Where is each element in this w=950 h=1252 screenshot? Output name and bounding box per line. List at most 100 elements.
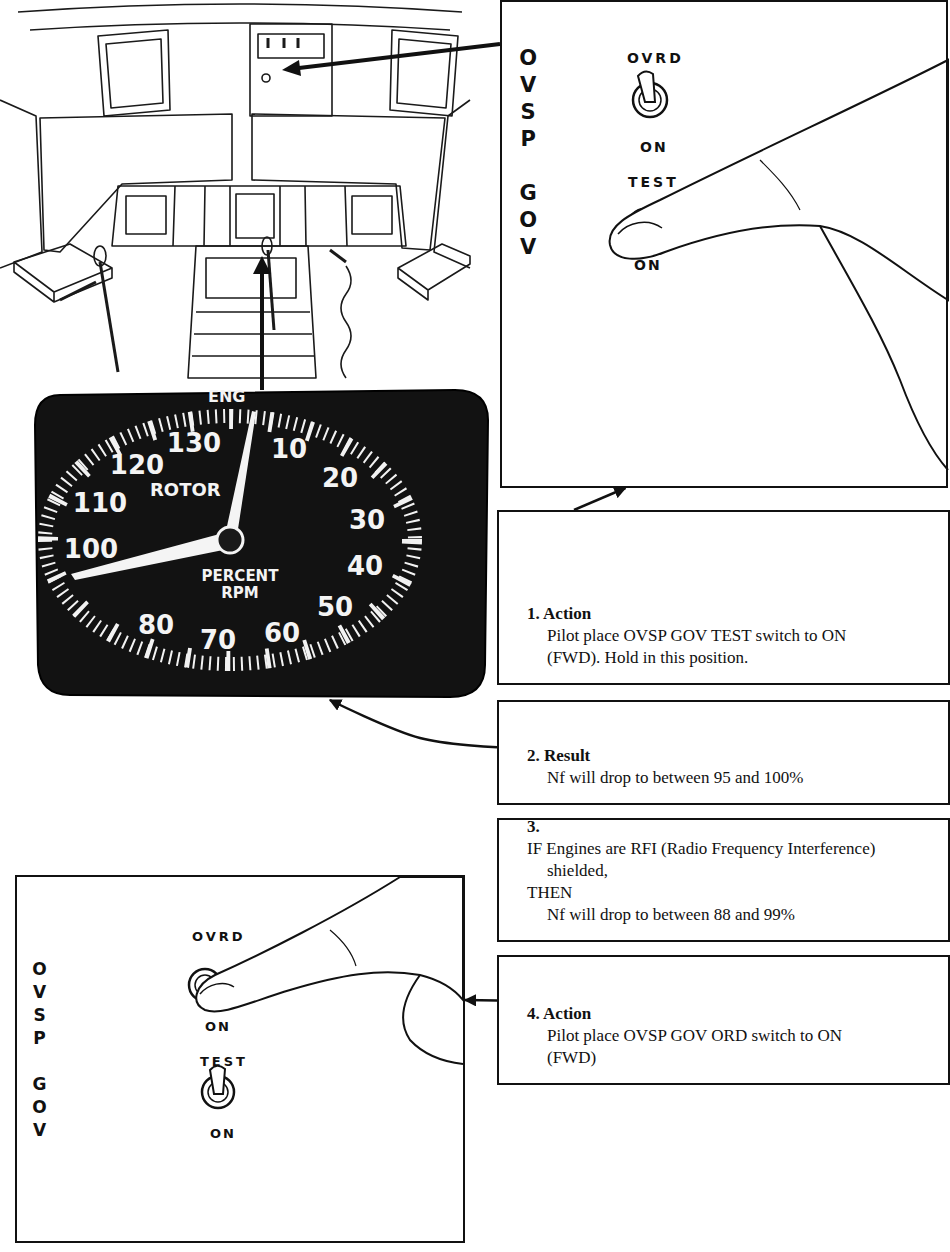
callout-arrow — [330, 700, 497, 747]
step-text: Pilot place OVSP GOV TEST switch to ON (… — [547, 625, 878, 669]
callout-arrow — [465, 999, 497, 1002]
switch-ring — [628, 209, 662, 243]
gauge-label: PERCENT RPM — [190, 568, 290, 603]
switch-label: TEST — [628, 174, 679, 190]
gauge-body — [35, 390, 488, 697]
instrument — [352, 196, 392, 234]
scale-number: 110 — [73, 490, 127, 516]
windshield — [252, 114, 445, 250]
tail-rotor-pedal — [398, 244, 470, 300]
scale-number: 40 — [347, 553, 383, 579]
switch-label: TEST — [200, 1055, 248, 1070]
callout-arrow — [574, 488, 625, 510]
step-heading: 4. Action — [527, 1003, 878, 1025]
step-heading: 1. Action — [527, 603, 878, 625]
finger — [196, 877, 463, 1011]
needle-hub — [217, 527, 243, 553]
cyclic-stick — [100, 262, 118, 372]
pedestal-panel — [192, 312, 314, 356]
step-box: 4. ActionPilot place OVSP GOV ORD switch… — [497, 955, 950, 1085]
overhead-switch — [262, 74, 270, 82]
fingernail — [618, 222, 662, 234]
scale-number: 60 — [264, 620, 300, 646]
knuckle-line — [330, 930, 356, 966]
switch-ring — [189, 969, 221, 1001]
step-text: THEN — [527, 882, 878, 904]
leader-line — [299, 44, 500, 68]
overhead-window — [98, 30, 170, 116]
cyclic-stick — [268, 250, 274, 330]
pointing-hand — [610, 60, 948, 470]
center-pedestal — [188, 246, 316, 378]
step-text: IF Engines are RFI (Radio Frequency Inte… — [527, 838, 878, 882]
leader-arrow — [253, 44, 500, 390]
pointing-hand — [196, 877, 463, 1064]
leader-line — [260, 272, 264, 390]
step-box: 2. ResultNf will drop to between 95 and … — [497, 700, 950, 805]
toggle-switch — [628, 209, 662, 243]
finger — [403, 975, 463, 1064]
rotor-needle — [71, 532, 233, 580]
step-heading: 2. Result — [527, 745, 878, 767]
side-window — [0, 100, 42, 268]
step-heading: 3. — [527, 816, 878, 838]
scale-number: 30 — [349, 507, 385, 533]
switch-label: OVRD — [627, 50, 684, 66]
switch-lever — [210, 1066, 225, 1094]
scale-number: 130 — [167, 430, 221, 456]
overhead-console — [258, 34, 324, 58]
switch-ring — [208, 1082, 228, 1102]
switch-ring — [639, 89, 661, 111]
switch-position: ON — [210, 1127, 236, 1142]
switch-lever — [638, 71, 655, 102]
switch-ring — [202, 1076, 234, 1108]
rpm-gauge: ENG ROTOR PERCENT RPM 130120 110 100 80 70 60 50 4… — [30, 385, 490, 700]
step-box: 3.IF Engines are RFI (Radio Frequency In… — [497, 818, 950, 942]
switch-ring — [195, 975, 215, 995]
scale-number: 80 — [138, 612, 174, 638]
instrument-panel — [173, 186, 347, 246]
step-text: Nf will drop to between 95 and 100% — [547, 767, 878, 789]
finger — [820, 226, 948, 470]
fingernail — [200, 983, 234, 994]
cyclic-grip — [262, 237, 272, 255]
overhead-console — [250, 24, 332, 116]
collective-lever — [60, 282, 96, 300]
toggle-switch — [189, 969, 221, 1001]
scale-number: 120 — [110, 452, 164, 478]
overhead-window — [106, 39, 163, 108]
panel-title: OVSP GOV — [29, 959, 49, 1143]
step-text: Nf will drop to between 88 and 99% — [547, 904, 878, 926]
instrument-panel — [112, 186, 406, 246]
headset-cord — [341, 266, 351, 378]
scale-number: 10 — [271, 436, 307, 462]
scale-number: 100 — [64, 536, 118, 562]
switch-label: OVRD — [192, 930, 246, 945]
toggle-switch — [202, 1066, 234, 1108]
scale-number: 50 — [317, 594, 353, 620]
gauge-major-ticks — [48, 419, 412, 661]
tail-rotor-pedal — [14, 244, 112, 302]
toggle-switch — [633, 71, 667, 117]
gauge-label: ENG — [208, 388, 245, 406]
switch-position: ON — [634, 257, 662, 273]
gauge-ticks — [45, 416, 415, 664]
overhead-window — [390, 30, 458, 116]
instrument — [236, 194, 274, 238]
switch-position: ON — [640, 139, 668, 155]
pedestal-display — [206, 258, 296, 298]
step-text: Pilot place OVSP GOV ORD switch to ON (F… — [547, 1025, 878, 1069]
engine-needle — [224, 411, 256, 542]
side-window — [434, 100, 470, 268]
cockpit-roof — [18, 4, 462, 12]
scale-number: 70 — [200, 627, 236, 653]
switch-panel: OVSP GOVOVRDONTESTON — [500, 0, 948, 488]
cockpit-roof — [30, 23, 450, 30]
cockpit-illustration — [0, 4, 470, 378]
gauge-label: ROTOR — [150, 480, 221, 501]
instrument — [126, 196, 166, 234]
leader-arrowhead — [282, 60, 301, 76]
step-box: 1. ActionPilot place OVSP GOV TEST switc… — [497, 510, 950, 685]
